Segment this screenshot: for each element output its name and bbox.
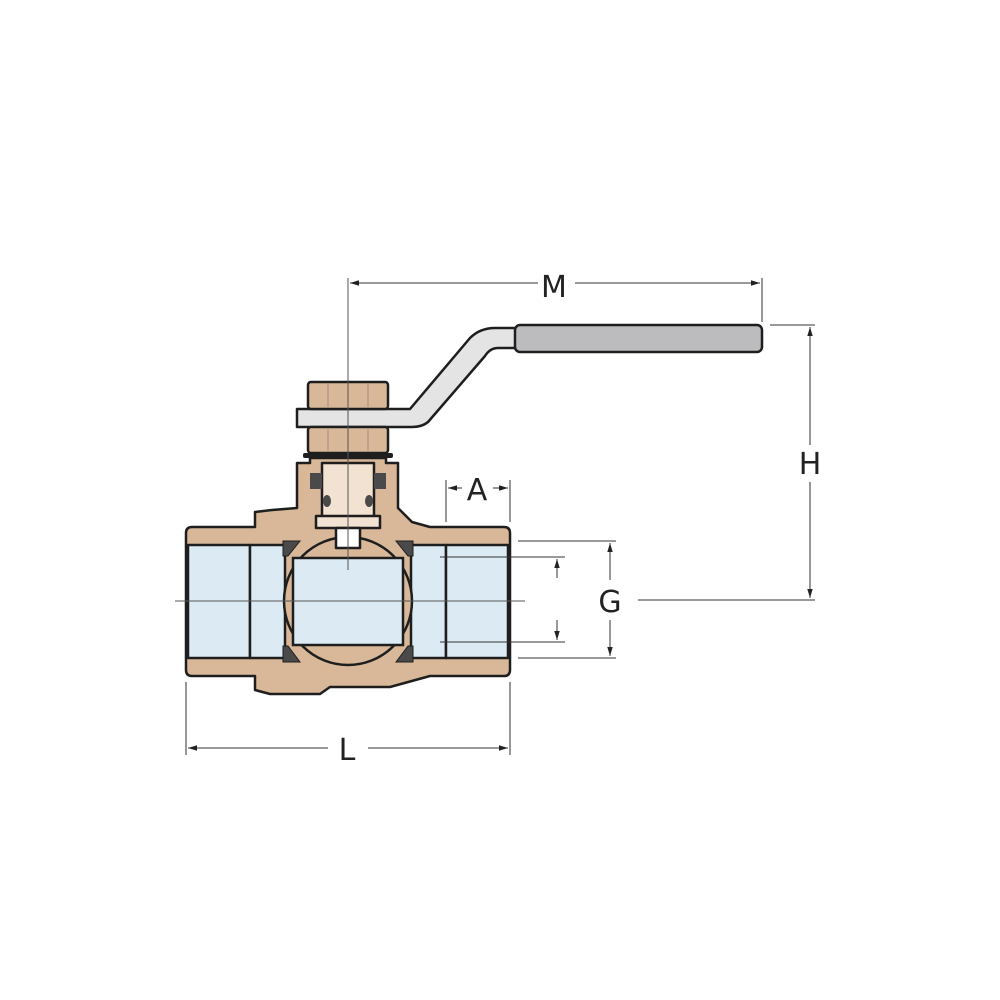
- dimension-m: M: [350, 270, 763, 322]
- dimension-h: H: [638, 324, 822, 601]
- handle: [295, 323, 764, 429]
- label-a: A: [467, 473, 488, 508]
- dimension-a: A: [445, 473, 511, 522]
- dimension-g: G: [440, 540, 622, 659]
- label-h: H: [799, 447, 822, 482]
- label-g: G: [598, 585, 621, 620]
- label-l: L: [339, 733, 356, 768]
- dimension-l: L: [185, 682, 511, 768]
- handle-grip: [513, 323, 764, 354]
- label-m: M: [541, 270, 567, 305]
- valve-body: [184, 456, 512, 696]
